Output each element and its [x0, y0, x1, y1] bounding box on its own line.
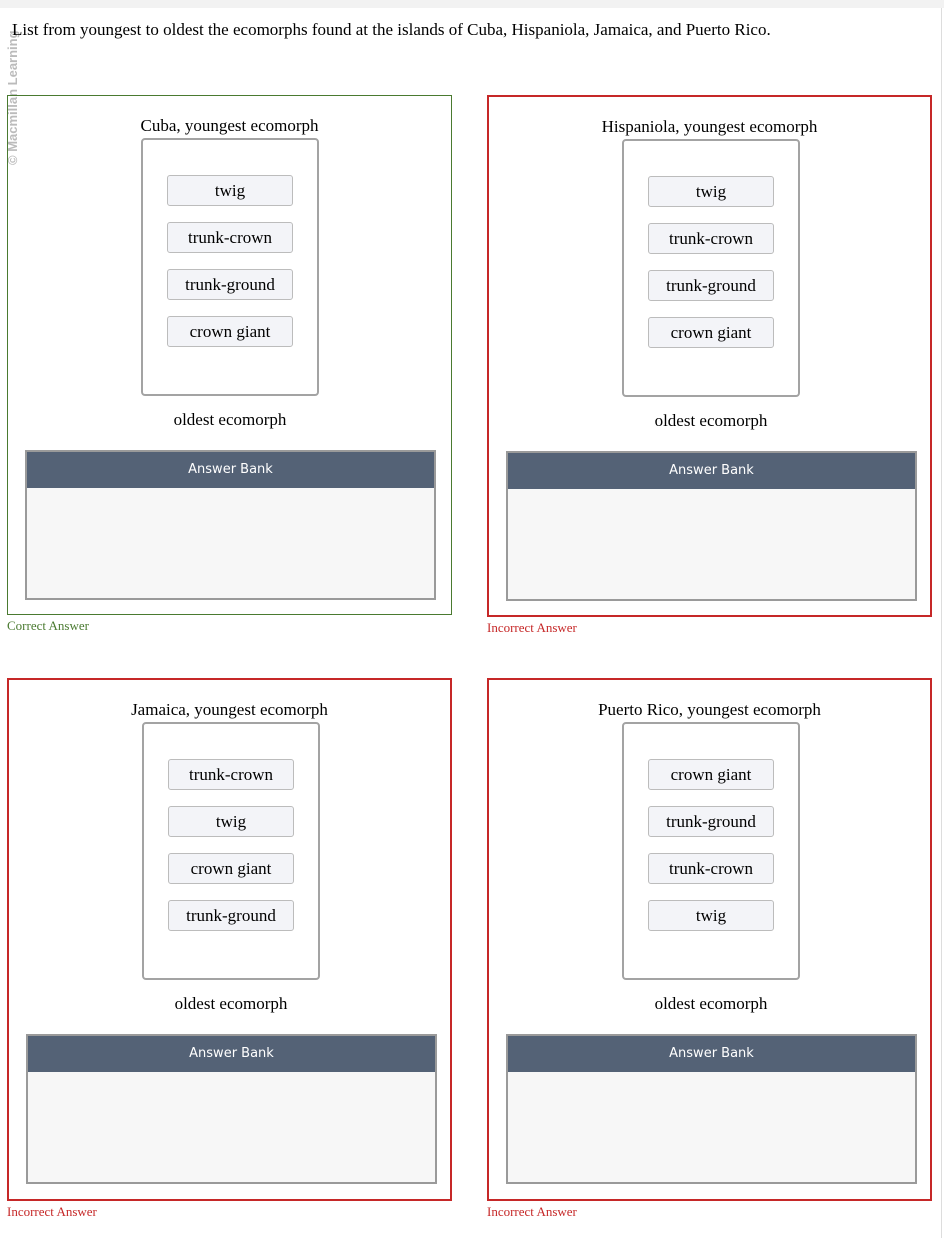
answer-bank-header: Answer Bank	[28, 1036, 435, 1072]
draggable-item[interactable]: trunk-crown	[648, 223, 774, 254]
drop-list[interactable]: twig trunk-crown trunk-ground crown giant	[141, 138, 319, 396]
answer-status: Incorrect Answer	[7, 1204, 97, 1219]
answer-bank-header: Answer Bank	[27, 452, 434, 488]
answer-status: Correct Answer	[7, 618, 89, 633]
oldest-label: oldest ecomorph	[174, 994, 288, 1013]
draggable-item[interactable]: trunk-ground	[648, 806, 774, 837]
answer-status: Incorrect Answer	[487, 1204, 577, 1219]
draggable-item[interactable]: crown giant	[648, 317, 774, 348]
answer-bank[interactable]: Answer Bank	[506, 1034, 917, 1184]
question-prompt: List from youngest to oldest the ecomorp…	[12, 20, 771, 39]
draggable-item[interactable]: crown giant	[648, 759, 774, 790]
top-bar	[0, 0, 944, 8]
drop-list[interactable]: crown giant trunk-ground trunk-crown twig	[622, 722, 800, 980]
draggable-item[interactable]: crown giant	[168, 853, 294, 884]
draggable-item[interactable]: trunk-crown	[648, 853, 774, 884]
draggable-item[interactable]: twig	[167, 175, 293, 206]
drop-list[interactable]: twig trunk-crown trunk-ground crown giant	[622, 139, 800, 397]
oldest-label: oldest ecomorph	[173, 410, 287, 429]
draggable-item[interactable]: trunk-ground	[648, 270, 774, 301]
divider	[941, 8, 942, 1238]
drop-list[interactable]: trunk-crown twig crown giant trunk-ground	[142, 722, 320, 980]
ordering-panel: Hispaniola, youngest ecomorph twig trunk-…	[487, 95, 932, 617]
panel-title: Jamaica, youngest ecomorph	[131, 700, 328, 719]
answer-bank[interactable]: Answer Bank	[25, 450, 436, 600]
draggable-item[interactable]: trunk-crown	[168, 759, 294, 790]
answer-bank-header: Answer Bank	[508, 453, 915, 489]
draggable-item[interactable]: twig	[648, 900, 774, 931]
oldest-label: oldest ecomorph	[654, 994, 768, 1013]
draggable-item[interactable]: twig	[168, 806, 294, 837]
draggable-item[interactable]: trunk-crown	[167, 222, 293, 253]
panel-title: Hispaniola, youngest ecomorph	[601, 117, 818, 136]
ordering-panel: Jamaica, youngest ecomorph trunk-crown tw…	[7, 678, 452, 1201]
answer-bank[interactable]: Answer Bank	[506, 451, 917, 601]
panel-title: Puerto Rico, youngest ecomorph	[598, 700, 821, 719]
panel-title: Cuba, youngest ecomorph	[140, 116, 319, 135]
ordering-panel: Puerto Rico, youngest ecomorph crown gia…	[487, 678, 932, 1201]
draggable-item[interactable]: trunk-ground	[167, 269, 293, 300]
draggable-item[interactable]: trunk-ground	[168, 900, 294, 931]
oldest-label: oldest ecomorph	[654, 411, 768, 430]
answer-bank-header: Answer Bank	[508, 1036, 915, 1072]
answer-status: Incorrect Answer	[487, 620, 577, 635]
draggable-item[interactable]: twig	[648, 176, 774, 207]
draggable-item[interactable]: crown giant	[167, 316, 293, 347]
answer-bank[interactable]: Answer Bank	[26, 1034, 437, 1184]
